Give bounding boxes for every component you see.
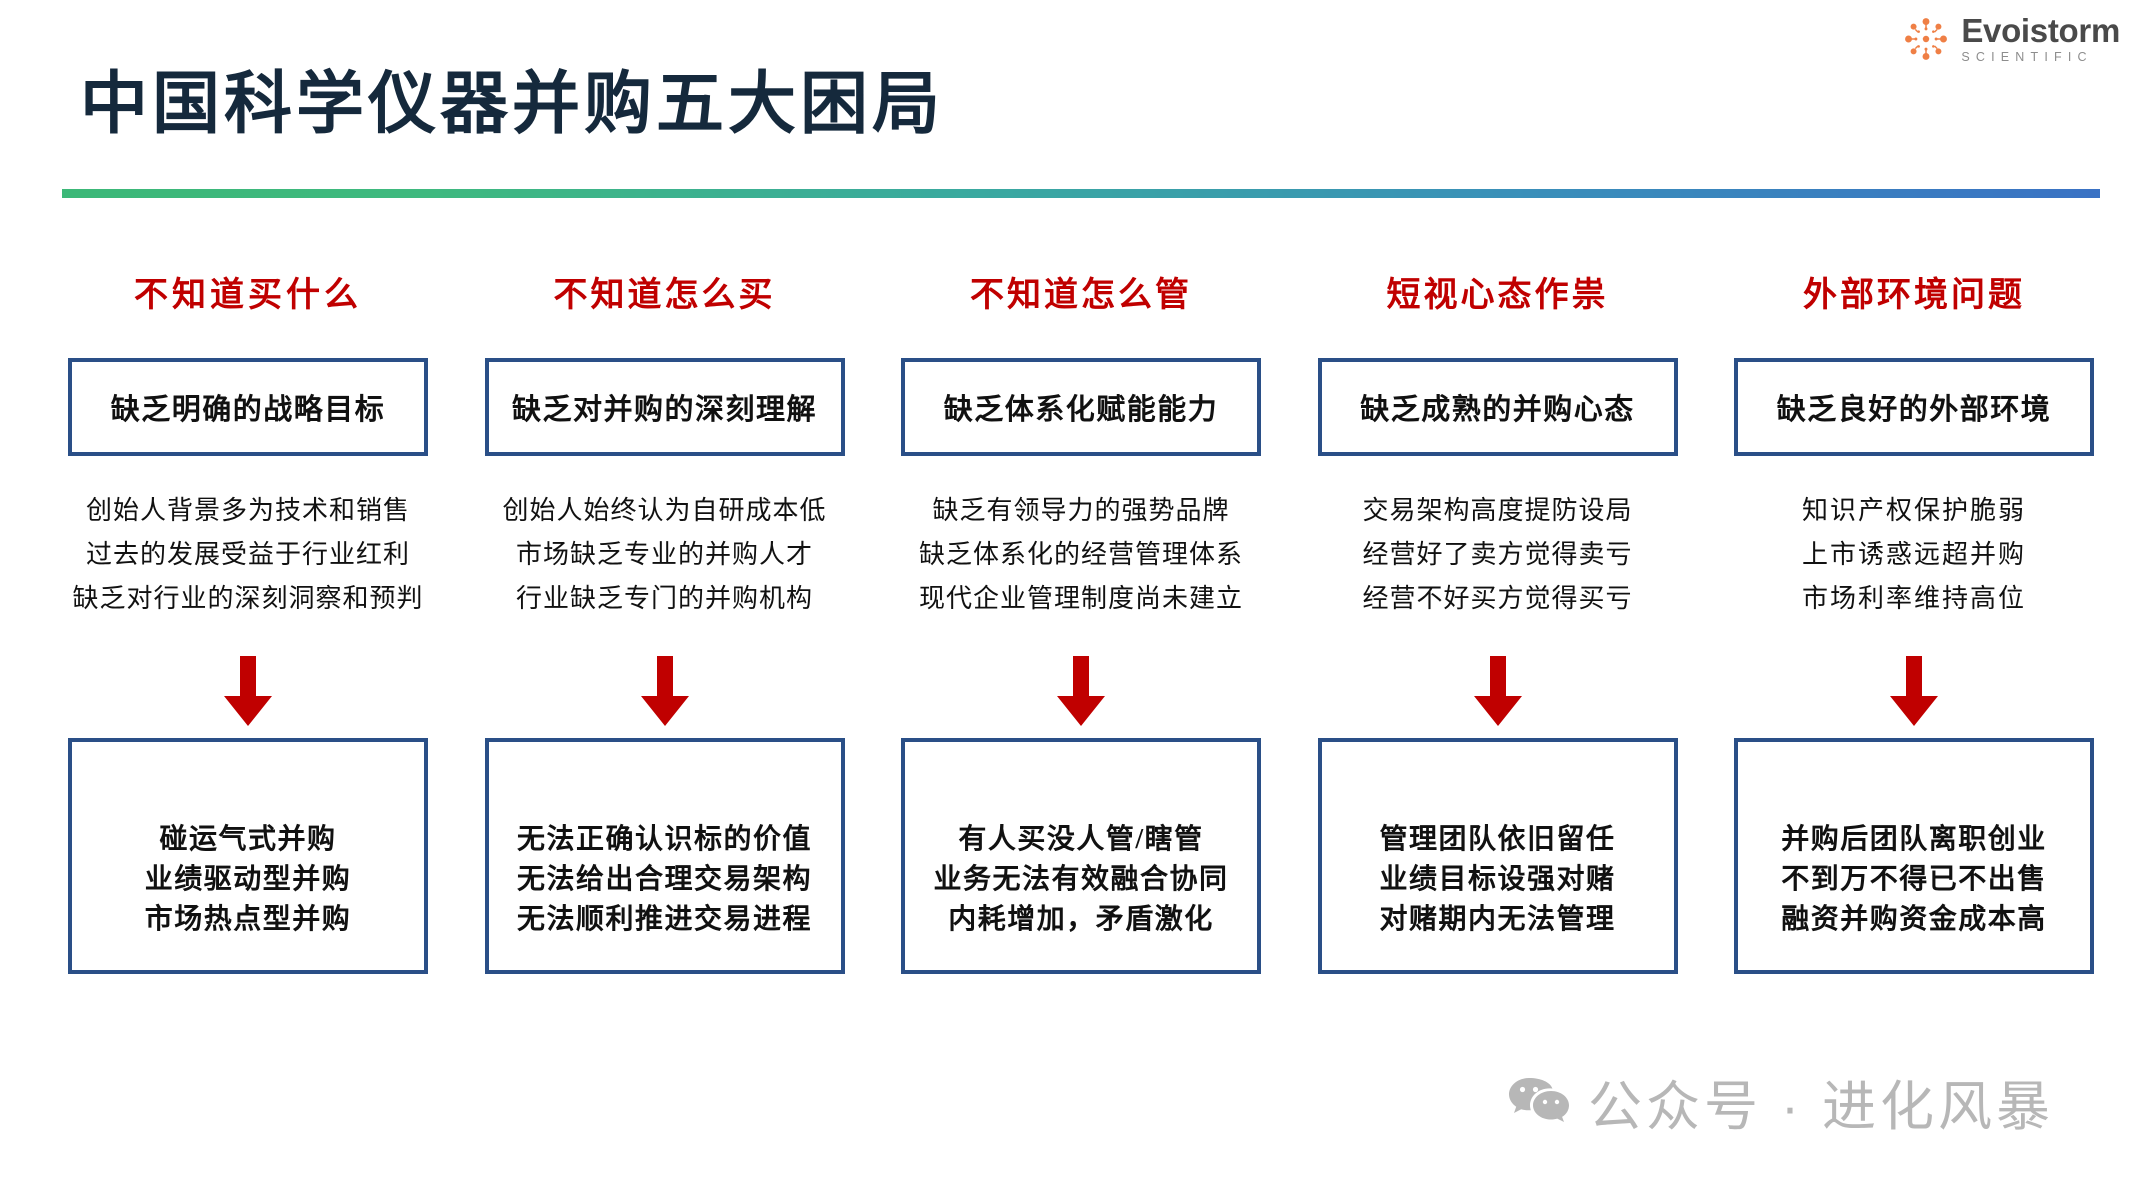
bottom-box: 有人买没人管/瞎管 业务无法有效融合协同 内耗增加，矛盾激化 (901, 738, 1261, 974)
top-box-text: 缺乏体系化赋能能力 (943, 394, 1219, 426)
wechat-icon (1509, 1077, 1569, 1122)
bottom-box-line: 无法给出合理交易架构 (516, 864, 812, 895)
bullet-item: 缺乏体系化的经营管理体系 (918, 540, 1243, 569)
watermark-text: 公众号 · 进化风暴 (1588, 1077, 2054, 1137)
evoistorm-burst-icon (1905, 17, 1948, 60)
column-4: 短视心态作祟 缺乏成熟的并购心态 交易架构高度提防设局 经营好了卖方觉得卖亏 经… (1312, 270, 1684, 974)
bottom-box-line: 无法顺利推进交易进程 (516, 904, 812, 935)
bullet-item: 过去的发展受益于行业红利 (85, 540, 410, 569)
bottom-box-line: 融资并购资金成本高 (1781, 904, 2047, 935)
top-box-text: 缺乏明确的战略目标 (110, 394, 386, 426)
down-arrow-icon (1473, 656, 1522, 726)
top-box: 缺乏明确的战略目标 (68, 358, 428, 456)
bottom-box-line: 业绩目标设强对赌 (1379, 864, 1616, 895)
watermark: 公众号 · 进化风暴 (1508, 1062, 2054, 1141)
bottom-box-line: 市场热点型并购 (144, 904, 352, 935)
bottom-box-line: 内耗增加，矛盾激化 (948, 904, 1214, 935)
top-box: 缺乏体系化赋能能力 (901, 358, 1261, 456)
bottom-box-line: 不到万不得已不出售 (1781, 864, 2047, 895)
column-2: 不知道怎么买 缺乏对并购的深刻理解 创始人始终认为自研成本低 市场缺乏专业的并购… (479, 270, 851, 974)
bullet-item: 行业缺乏专门的并购机构 (515, 584, 813, 613)
brand-name: Evoistorm (1961, 12, 2120, 49)
bullet-item: 经营好了卖方觉得卖亏 (1362, 540, 1633, 569)
bullet-item: 现代企业管理制度尚未建立 (918, 584, 1243, 613)
bullet-item: 上市诱惑远超并购 (1801, 540, 2026, 569)
page-title: 中国科学仪器并购五大困局 (80, 66, 945, 142)
column-1: 不知道买什么 缺乏明确的战略目标 创始人背景多为技术和销售 过去的发展受益于行业… (62, 270, 434, 974)
bullet-item: 市场缺乏专业的并购人才 (515, 540, 813, 569)
brand-tagline: SCIENTIFIC (1961, 50, 2093, 64)
bottom-box-line: 业绩驱动型并购 (144, 864, 352, 895)
top-box-text: 缺乏对并购的深刻理解 (511, 394, 817, 426)
column-heading: 不知道买什么 (134, 277, 362, 314)
brand-wordmark: Evoistorm SCIENTIFIC (1961, 14, 2120, 64)
bullet-item: 交易架构高度提防设局 (1362, 496, 1633, 525)
bullet-list: 创始人始终认为自研成本低 市场缺乏专业的并购人才 行业缺乏专门的并购机构 (502, 498, 826, 648)
bottom-box: 并购后团队离职创业 不到万不得已不出售 融资并购资金成本高 (1734, 738, 2094, 974)
top-box-text: 缺乏良好的外部环境 (1776, 394, 2052, 426)
columns-container: 不知道买什么 缺乏明确的战略目标 创始人背景多为技术和销售 过去的发展受益于行业… (62, 270, 2100, 974)
column-heading: 不知道怎么买 (553, 277, 776, 314)
bullet-item: 创始人始终认为自研成本低 (502, 496, 827, 525)
bottom-box: 碰运气式并购 业绩驱动型并购 市场热点型并购 (68, 738, 428, 974)
bottom-box-line: 对赌期内无法管理 (1379, 904, 1616, 935)
bullet-item: 经营不好买方觉得买亏 (1362, 584, 1633, 613)
column-5: 外部环境问题 缺乏良好的外部环境 知识产权保护脆弱 上市诱惑远超并购 市场利率维… (1728, 270, 2100, 974)
bullet-item: 创始人背景多为技术和销售 (85, 496, 410, 525)
bullet-item: 知识产权保护脆弱 (1801, 496, 2026, 525)
column-3: 不知道怎么管 缺乏体系化赋能能力 缺乏有领导力的强势品牌 缺乏体系化的经营管理体… (895, 270, 1267, 974)
bullet-item: 市场利率维持高位 (1801, 584, 2026, 613)
bottom-box-line: 并购后团队离职创业 (1781, 824, 2047, 855)
bottom-box-line: 管理团队依旧留任 (1379, 824, 1616, 855)
column-heading: 外部环境问题 (1803, 277, 2025, 314)
bullet-list: 交易架构高度提防设局 经营好了卖方觉得卖亏 经营不好买方觉得买亏 (1362, 498, 1632, 648)
bullet-list: 缺乏有领导力的强势品牌 缺乏体系化的经营管理体系 现代企业管理制度尚未建立 (919, 498, 1243, 648)
brand-logo: Evoistorm SCIENTIFIC (1903, 14, 2120, 64)
down-arrow-icon (1057, 656, 1105, 726)
bottom-box-line: 有人买没人管/瞎管 (958, 824, 1204, 855)
down-arrow-icon (640, 656, 689, 726)
top-box: 缺乏良好的外部环境 (1734, 358, 2094, 456)
bullet-list: 创始人背景多为技术和销售 过去的发展受益于行业红利 缺乏对行业的深刻洞察和预判 (72, 498, 423, 648)
bullet-list: 知识产权保护脆弱 上市诱惑远超并购 市场利率维持高位 (1802, 498, 2026, 648)
bullet-item: 缺乏有领导力的强势品牌 (932, 496, 1230, 525)
bottom-box: 无法正确认识标的价值 无法给出合理交易架构 无法顺利推进交易进程 (484, 738, 845, 974)
bottom-box-line: 无法正确认识标的价值 (516, 824, 812, 855)
title-divider (62, 189, 2100, 198)
top-box: 缺乏对并购的深刻理解 (484, 358, 845, 456)
top-box-text: 缺乏成熟的并购心态 (1360, 394, 1635, 426)
bullet-item: 缺乏对行业的深刻洞察和预判 (72, 584, 424, 613)
top-box: 缺乏成熟的并购心态 (1317, 358, 1678, 456)
down-arrow-icon (1890, 656, 1938, 726)
column-heading: 短视心态作祟 (1386, 277, 1609, 314)
bottom-box-line: 业务无法有效融合协同 (933, 864, 1229, 895)
bottom-box-line: 碰运气式并购 (159, 824, 337, 855)
down-arrow-icon (224, 656, 272, 726)
bottom-box: 管理团队依旧留任 业绩目标设强对赌 对赌期内无法管理 (1317, 738, 1678, 974)
column-heading: 不知道怎么管 (970, 277, 1192, 314)
